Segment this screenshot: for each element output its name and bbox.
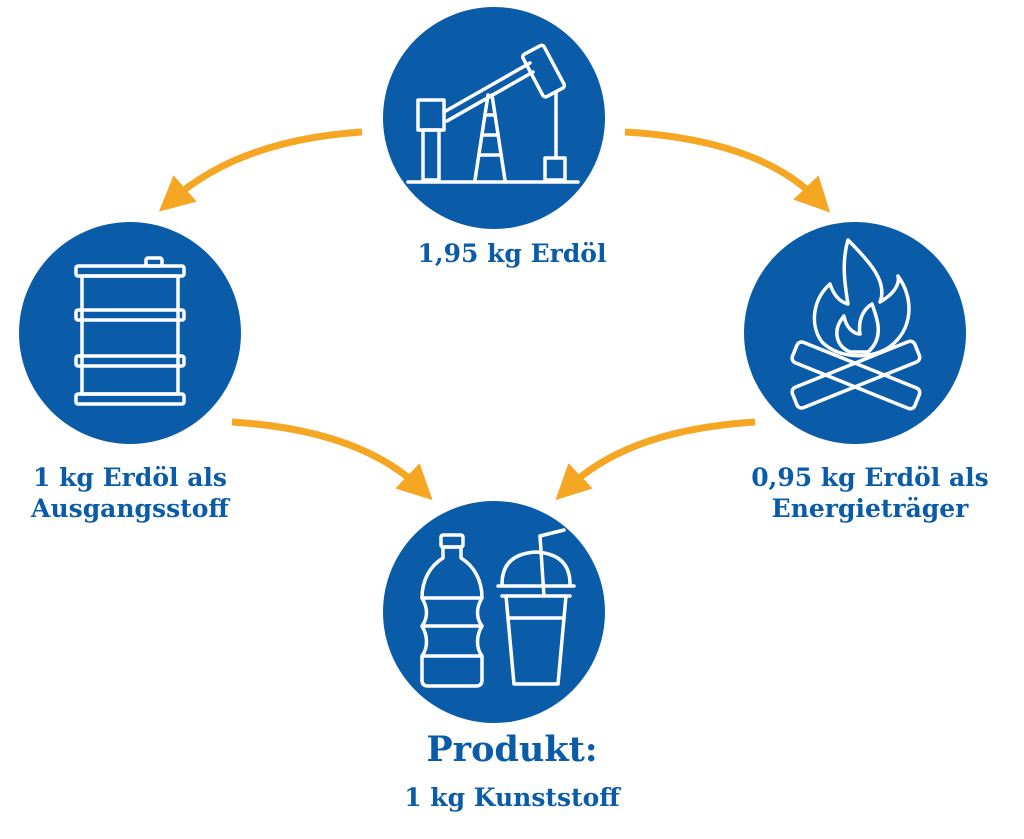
arrow-top-to-right <box>624 128 831 213</box>
campfire-icon <box>790 238 922 411</box>
feedstock-label: 1 kg Erdöl als Ausgangsstoff <box>0 462 260 525</box>
arrow-left-to-bottom <box>231 418 433 501</box>
oil-pump-icon <box>406 43 580 184</box>
product-title: Produkt: <box>426 729 598 770</box>
feedstock-label-line2: Ausgangsstoff <box>31 494 229 524</box>
node-product <box>383 501 605 723</box>
energy-label-line1: 0,95 kg Erdöl als <box>751 463 989 492</box>
arrow-right-to-bottom <box>555 418 756 501</box>
energy-label-line2: Energieträger <box>771 494 969 524</box>
plastic-bottle-cup-icon <box>420 528 576 688</box>
oil-source-label: 1,95 kg Erdöl <box>417 239 607 268</box>
feedstock-label-line1: 1 kg Erdöl als <box>33 463 227 492</box>
node-energy <box>744 222 966 444</box>
node-oil-source <box>383 7 605 229</box>
oil-barrel-icon <box>74 256 186 406</box>
product-label: 1 kg Kunststoff <box>404 783 620 812</box>
node-feedstock <box>19 222 241 444</box>
energy-label: 0,95 kg Erdöl als Energieträger <box>720 462 1020 525</box>
arrow-top-to-left <box>158 128 363 212</box>
